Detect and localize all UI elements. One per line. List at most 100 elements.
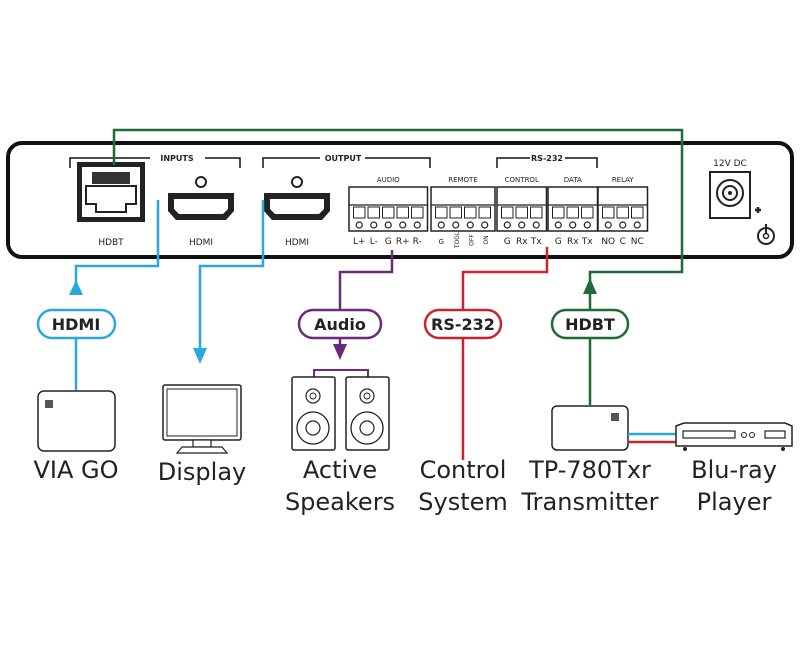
- data-pin-label: Tx: [581, 237, 593, 247]
- control-pin-screw: [532, 221, 540, 229]
- bluray-label-line2: Player: [697, 488, 772, 516]
- control-pin-slot: [530, 206, 543, 219]
- hdmi-in-port-icon: [168, 176, 234, 220]
- hdmi-tag: HDMI: [36, 308, 117, 340]
- audio-pin-label: L-: [370, 237, 378, 247]
- data-pin-screw: [569, 221, 577, 229]
- hdbt-port-label: HDBT: [98, 238, 124, 248]
- data-pin-slot: [566, 206, 579, 219]
- remote-pin-screw: [437, 221, 445, 229]
- hdmi-out-port-icon: [264, 176, 330, 220]
- bluray-label-line1: Blu-ray: [691, 456, 777, 484]
- via-go-device-icon: [37, 390, 116, 452]
- audio-pin-screw: [370, 221, 378, 229]
- audio-tag: Audio: [297, 308, 383, 340]
- inputs-bracket: [69, 157, 241, 168]
- rs232-cable: [461, 247, 549, 460]
- bluray-player-icon: [675, 422, 793, 451]
- svg-text:RS-232: RS-232: [431, 315, 495, 334]
- dc-power-jack-icon: [709, 171, 751, 219]
- relay-block-label: RELAY: [612, 176, 635, 184]
- audio-arrow: [333, 344, 347, 360]
- hdmi-out-port-label: HDMI: [285, 238, 309, 248]
- remote-pin-label: G: [439, 238, 444, 246]
- data-pin-slot: [552, 206, 565, 219]
- remote-pin-screw: [481, 221, 489, 229]
- output-group-label: OUTPUT: [325, 154, 362, 163]
- data-pin-label: G: [555, 237, 562, 247]
- data-pin-screw: [554, 221, 562, 229]
- remote-pin-slot: [435, 206, 448, 219]
- speakers-icon: [291, 376, 390, 451]
- control-system-label-line1: Control: [420, 456, 507, 484]
- remote-pin-label: OFF: [468, 234, 475, 246]
- relay-pin-slot: [602, 206, 615, 219]
- audio-pin-label: R-: [413, 237, 422, 247]
- remote-pin-label: TOGL: [454, 231, 461, 249]
- audio-pin-slot: [367, 206, 380, 219]
- speakers-label-line1: Active: [303, 456, 377, 484]
- display-label: Display: [158, 458, 246, 486]
- relay-pin-label: NC: [631, 237, 644, 247]
- inputs-group-label: INPUTS: [160, 154, 193, 163]
- hdbt-arrow: [583, 278, 597, 294]
- relay-pin-screw: [604, 221, 612, 229]
- relay-pin-label: C: [620, 237, 626, 247]
- audio-pin-screw: [399, 221, 407, 229]
- svg-text:HDMI: HDMI: [52, 315, 101, 334]
- output-bracket: [262, 157, 431, 168]
- control-pin-screw: [503, 221, 511, 229]
- remote-block-label: REMOTE: [448, 176, 478, 184]
- remote-pin-label: ON: [483, 235, 490, 244]
- audio-pin-screw: [355, 221, 363, 229]
- audio-pin-label: L+: [353, 237, 366, 247]
- remote-pin-screw: [452, 221, 460, 229]
- hdbt-cable: [112, 128, 684, 405]
- audio-pin-label: G: [385, 237, 392, 247]
- audio-pin-slot: [382, 206, 395, 219]
- control-pin-slot: [501, 206, 514, 219]
- relay-pin-label: NO: [601, 237, 615, 247]
- remote-pin-screw: [466, 221, 474, 229]
- control-pin-label: G: [504, 237, 511, 247]
- relay-terminal-block: RELAY NO C NC: [597, 176, 649, 247]
- relay-pin-slot: [616, 206, 629, 219]
- control-pin-slot: [515, 206, 528, 219]
- control-block-label: CONTROL: [505, 176, 539, 184]
- remote-terminal-block: REMOTE G TOGL OFF ON: [430, 176, 496, 249]
- transmitter-label-line2: Transmitter: [521, 488, 659, 516]
- audio-pin-slot: [411, 206, 424, 219]
- hdbt-tag: HDBT: [550, 308, 630, 340]
- audio-pin-screw: [413, 221, 421, 229]
- remote-pin-slot: [464, 206, 477, 219]
- audio-splitter: [313, 369, 369, 377]
- svg-text:Audio: Audio: [314, 315, 366, 334]
- relay-pin-screw: [633, 221, 641, 229]
- hdmi-in-arrow: [69, 280, 83, 295]
- transmitter-device-icon: [551, 405, 629, 451]
- display-monitor-icon: [162, 384, 242, 454]
- audio-pin-slot: [353, 206, 366, 219]
- audio-pin-screw: [384, 221, 392, 229]
- audio-cable: [338, 250, 394, 310]
- polarity-icon: [755, 207, 775, 245]
- transmitter-label-line1: TP-780Txr: [528, 456, 651, 484]
- control-system-label-line2: System: [418, 488, 508, 516]
- rs232-group-label: RS-232: [531, 154, 563, 163]
- hdmi-in-cable: [74, 200, 160, 290]
- rs232-tag: RS-232: [423, 308, 503, 340]
- audio-pin-slot: [396, 206, 409, 219]
- relay-pin-screw: [619, 221, 627, 229]
- audio-block-label: AUDIO: [377, 176, 400, 184]
- data-pin-slot: [581, 206, 594, 219]
- hdmi-in-port-label: HDMI: [189, 238, 213, 248]
- data-pin-screw: [583, 221, 591, 229]
- rs232-bracket: [496, 157, 598, 168]
- svg-text:HDBT: HDBT: [565, 315, 615, 334]
- data-pin-label: Rx: [567, 237, 579, 247]
- hdmi-out-cable: [198, 200, 265, 350]
- relay-pin-slot: [631, 206, 644, 219]
